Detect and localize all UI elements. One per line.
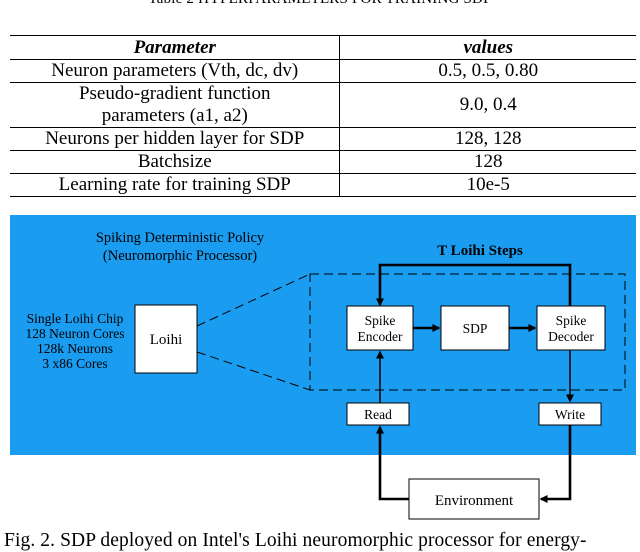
loihi-chip-label: Loihi <box>150 332 183 348</box>
table-caption: Table 2 HYPERPARAMETERS FOR TRAINING SDP <box>0 0 640 8</box>
chip-info-line: Single Loihi Chip <box>27 311 124 326</box>
value-cell: 10e-5 <box>339 173 636 197</box>
loihi-detail-region <box>309 273 626 391</box>
spike-decoder-box <box>536 305 606 351</box>
table-row: Neuron parameters (Vth, dc, dv) 0.5, 0.5… <box>10 59 636 83</box>
zoom-line-top <box>196 273 311 327</box>
table-row: Learning rate for training SDP 10e-5 <box>10 173 636 197</box>
spike-decoder-label: Decoder <box>548 329 594 344</box>
spike-encoder-box <box>346 305 414 351</box>
hyperparameter-table: Parameter values Neuron parameters (Vth,… <box>10 35 636 197</box>
table-row: Neurons per hidden layer for SDP 128, 12… <box>10 127 636 151</box>
value-cell: 9.0, 0.4 <box>339 82 636 128</box>
value-cell: 128, 128 <box>339 127 636 151</box>
sdp-label: SDP <box>463 321 488 336</box>
chip-info-line: 3 x86 Cores <box>42 356 107 371</box>
param-cell: Neuron parameters (Vth, dc, dv) <box>10 59 341 83</box>
value-cell: 128 <box>339 150 636 174</box>
param-line: parameters (a1, a2) <box>101 105 248 126</box>
loop-label: T Loihi Steps <box>437 243 523 259</box>
chip-info-line: 128k Neurons <box>37 341 113 356</box>
table-header-row: Parameter values <box>10 35 636 60</box>
table-row: Batchsize 128 <box>10 150 636 174</box>
read-label: Read <box>364 407 392 422</box>
environment-text: Environment <box>435 493 514 509</box>
write-label: Write <box>555 407 585 422</box>
spike-encoder-label: Encoder <box>358 329 403 344</box>
diagram-title-line2: (Neuromorphic Processor) <box>103 248 257 264</box>
loop-arrow <box>376 263 572 307</box>
table-row: Pseudo-gradient function parameters (a1,… <box>10 82 636 128</box>
zoom-line-bottom <box>196 351 311 391</box>
diagram-title-line1: Spiking Deterministic Policy <box>96 230 265 246</box>
loihi-chip-box <box>134 304 198 374</box>
read-box <box>346 402 410 426</box>
environment-box-outline <box>408 478 540 520</box>
param-cell: Pseudo-gradient function parameters (a1,… <box>10 82 341 128</box>
loihi-diagram: Spiking Deterministic Policy (Neuromorph… <box>26 230 626 426</box>
value-cell: 0.5, 0.5, 0.80 <box>339 59 636 83</box>
loihi-diagram-panel: Spiking Deterministic Policy (Neuromorph… <box>10 215 636 455</box>
param-cell: Learning rate for training SDP <box>10 173 341 197</box>
figure-caption: Fig. 2. SDP deployed on Intel's Loihi ne… <box>4 530 587 551</box>
spike-decoder-label: Spike <box>556 313 587 328</box>
header-values: values <box>339 35 636 60</box>
spike-encoder-label: Spike <box>365 313 396 328</box>
header-parameter: Parameter <box>10 35 341 60</box>
param-line: Pseudo-gradient function <box>78 83 271 104</box>
param-cell: Neurons per hidden layer for SDP <box>10 127 341 151</box>
param-cell: Batchsize <box>10 150 341 174</box>
chip-info-line: 128 Neuron Cores <box>26 326 125 341</box>
